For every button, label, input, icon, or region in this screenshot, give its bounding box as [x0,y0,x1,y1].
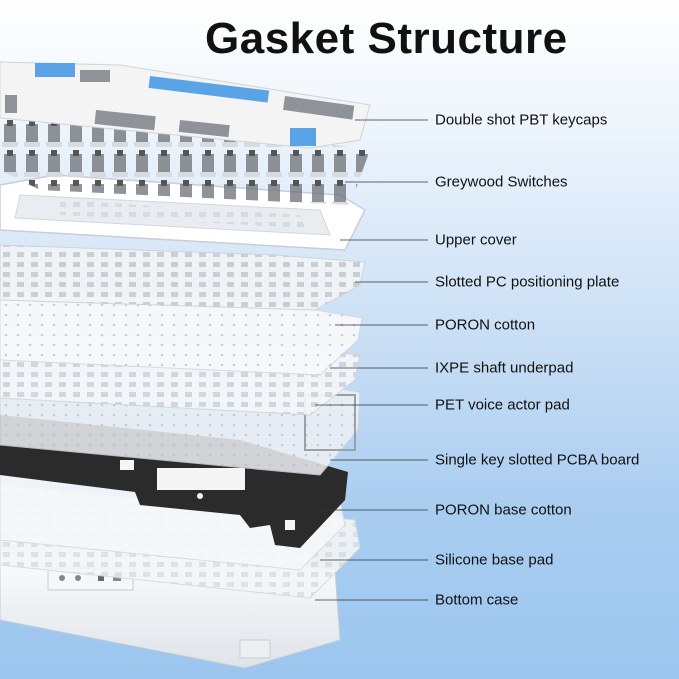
label-poron-cotton: PORON cotton [435,316,536,334]
label-keycaps: Double shot PBT keycaps [435,111,608,129]
page-title: Gasket Structure [205,14,568,63]
label-ixpe-underpad: IXPE shaft underpad [435,359,574,377]
switches-layer [0,110,370,205]
leader-lines [315,119,428,601]
label-plate: Slotted PC positioning plate [435,273,620,291]
label-pet-pad: PET voice actor pad [435,396,570,414]
label-silicone-pad: Silicone base pad [435,551,554,569]
poron-cotton-layer [0,289,363,376]
label-bottom-case: Bottom case [435,591,519,609]
keycaps-layer [0,61,371,149]
label-poron-base: PORON base cotton [435,501,572,519]
label-upper-cover: Upper cover [435,231,517,249]
label-switches: Greywood Switches [435,173,568,191]
positioning-plate-layer [0,244,366,311]
label-pcba: Single key slotted PCBA board [435,451,640,469]
